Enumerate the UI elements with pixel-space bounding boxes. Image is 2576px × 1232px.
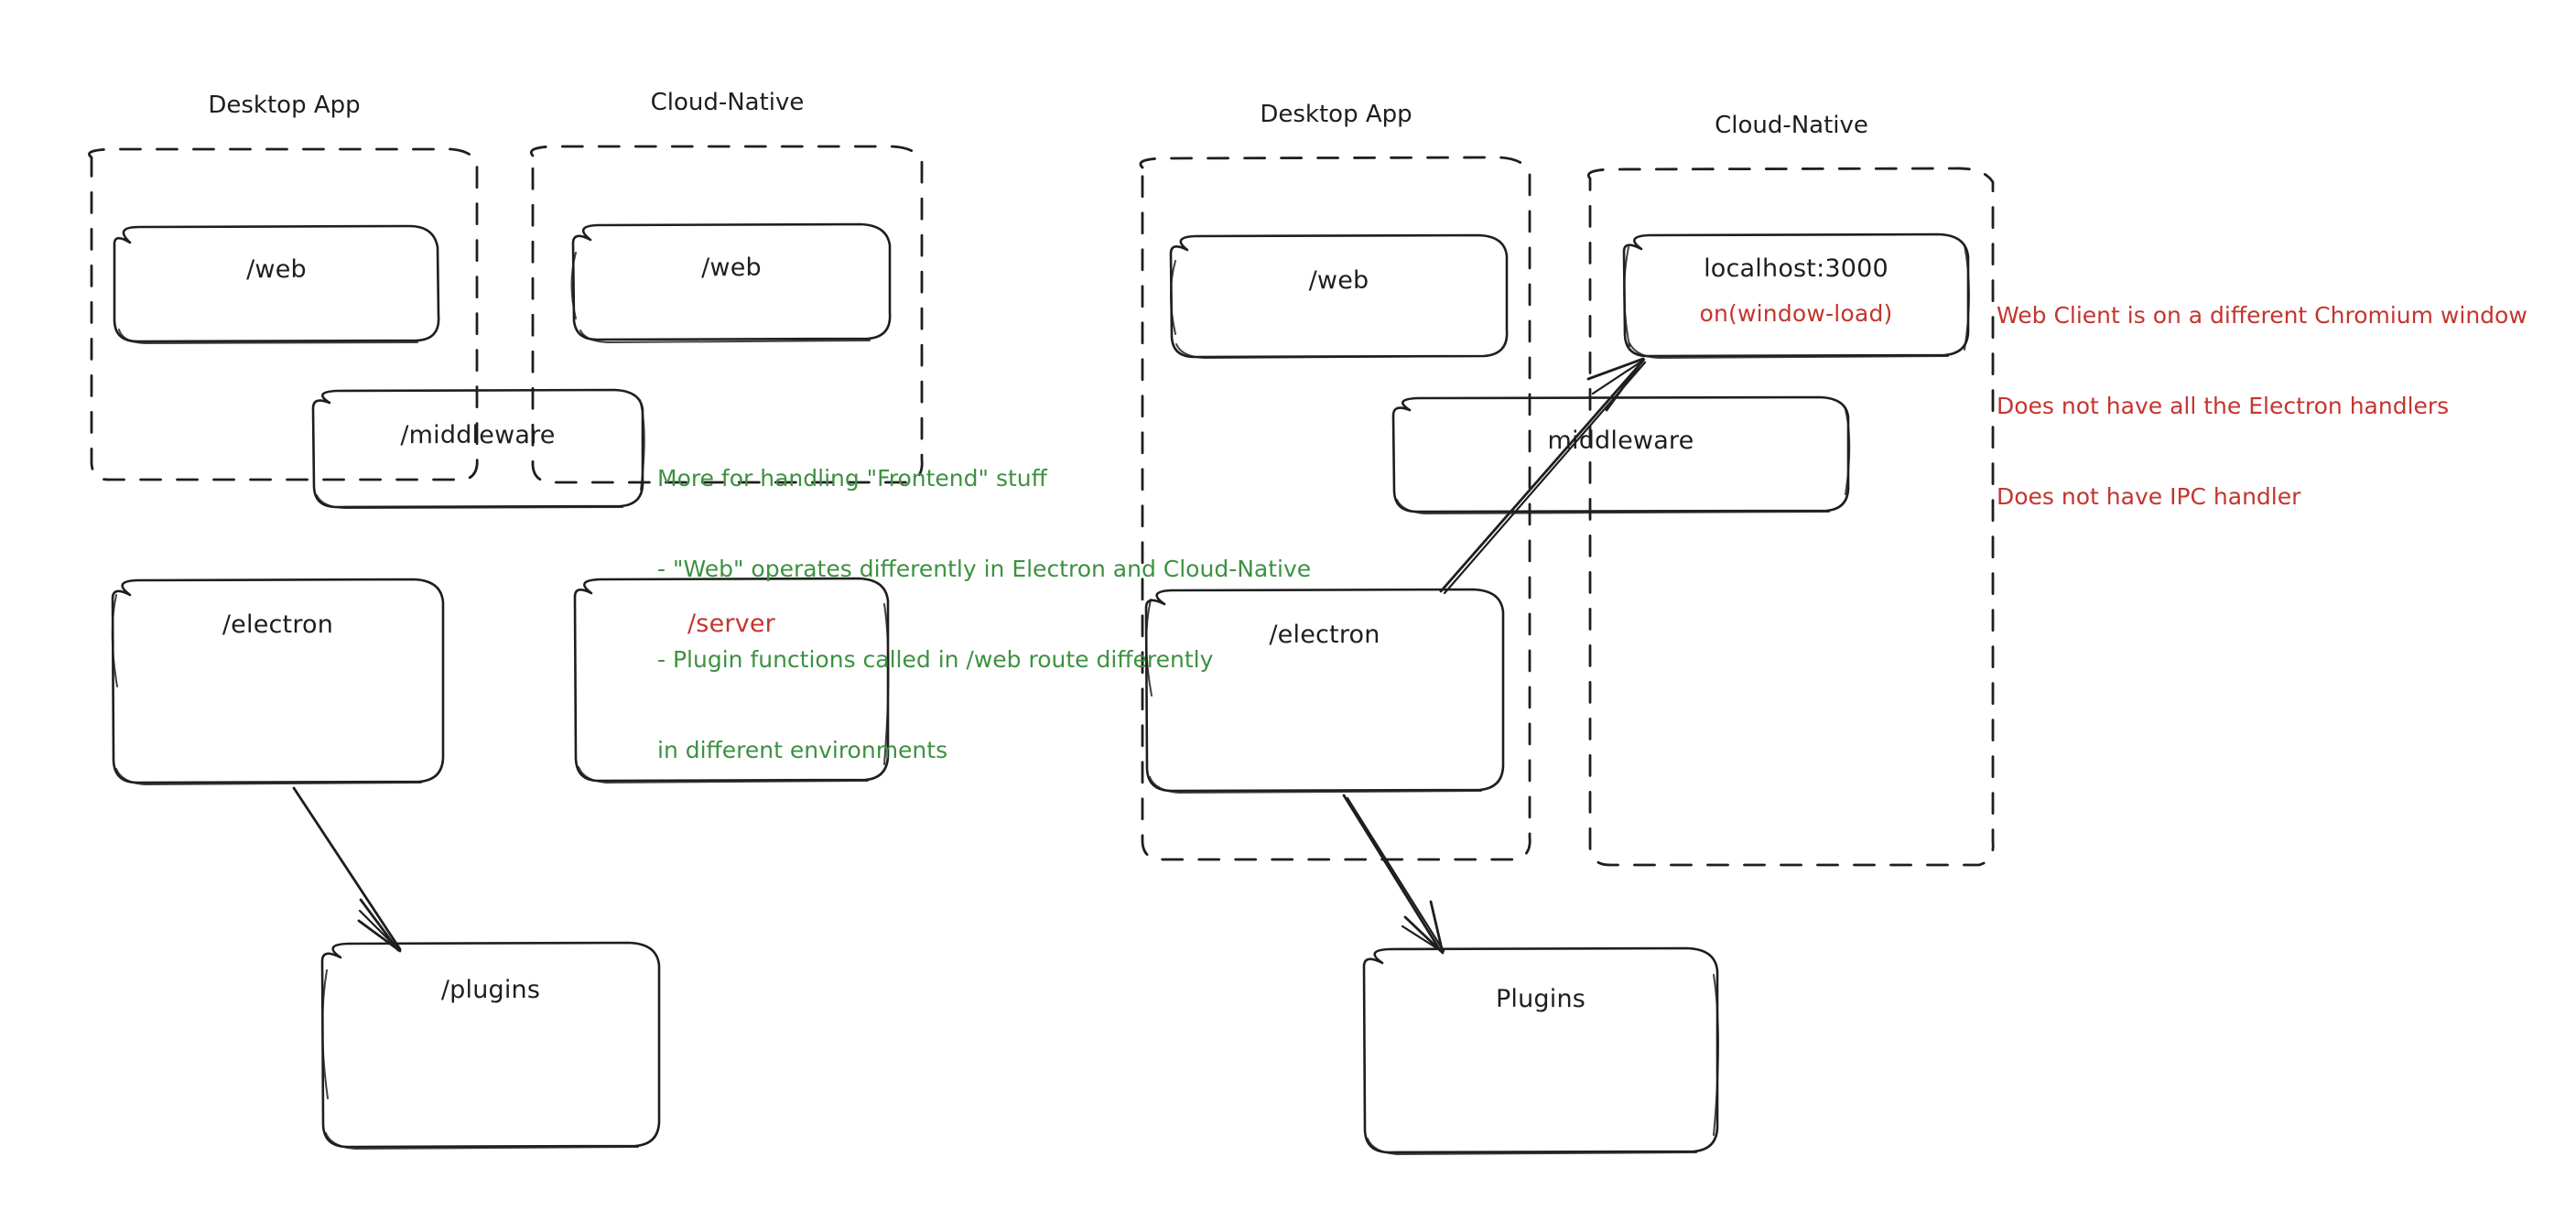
node-right-plugins-label: Plugins <box>1495 985 1586 1013</box>
node-right-localhost-sublabel: on(window-load) <box>1699 300 1893 327</box>
annotation-red-line-2: Does not have all the Electron handlers <box>1997 393 2450 419</box>
annotation-green-line-1: More for handling "Frontend" stuff <box>657 465 1047 492</box>
node-right-middleware-label: middleware <box>1547 427 1694 455</box>
annotation-green-note: More for handling "Frontend" stuff - "We… <box>657 403 1311 826</box>
group-title-right-cloud-native: Cloud-Native <box>1715 112 1868 139</box>
annotation-green-line-2: - "Web" operates differently in Electron… <box>657 556 1312 582</box>
node-left-server-label: /server <box>687 610 775 638</box>
node-left-middleware[interactable]: /middleware <box>313 390 643 507</box>
group-title-right-desktop-app: Desktop App <box>1260 101 1412 128</box>
annotation-green-line-4: in different environments <box>657 737 948 763</box>
node-right-desktop-web[interactable]: /web <box>1171 235 1507 357</box>
node-right-middleware[interactable]: middleware <box>1393 397 1848 512</box>
node-left-electron-label: /electron <box>222 611 334 639</box>
node-right-desktop-web-label: /web <box>1308 266 1369 295</box>
arrow-left-electron-to-plugins <box>292 786 402 953</box>
node-left-middleware-label: /middleware <box>400 421 556 449</box>
node-left-cloud-web-label: /web <box>701 254 762 282</box>
node-right-plugins[interactable]: Plugins <box>1364 948 1717 1152</box>
annotation-red-line-1: Web Client is on a different Chromium wi… <box>1997 302 2527 329</box>
group-title-left-cloud-native: Cloud-Native <box>650 89 805 116</box>
node-right-localhost-label: localhost:3000 <box>1704 254 1889 283</box>
node-left-cloud-web[interactable]: /web <box>573 224 890 340</box>
node-left-desktop-web[interactable]: /web <box>114 226 438 341</box>
node-left-desktop-web-label: /web <box>246 255 307 284</box>
annotation-red-line-3: Does not have IPC handler <box>1997 483 2301 510</box>
node-left-server[interactable]: /server <box>575 578 888 781</box>
node-right-electron-label: /electron <box>1269 621 1380 649</box>
node-left-plugins[interactable]: /plugins <box>322 943 659 1147</box>
group-title-left-desktop-app: Desktop App <box>208 92 361 119</box>
node-left-electron[interactable]: /electron <box>113 579 443 783</box>
annotation-green-line-3: - Plugin functions called in /web route … <box>657 646 1214 673</box>
node-right-electron[interactable]: /electron <box>1146 589 1503 791</box>
node-left-plugins-label: /plugins <box>440 976 541 1004</box>
node-right-localhost[interactable]: localhost:3000 on(window-load) <box>1624 234 1968 356</box>
arrow-right-electron-to-plugins <box>1342 794 1445 955</box>
annotation-red-note: Web Client is on a different Chromium wi… <box>1997 240 2527 572</box>
